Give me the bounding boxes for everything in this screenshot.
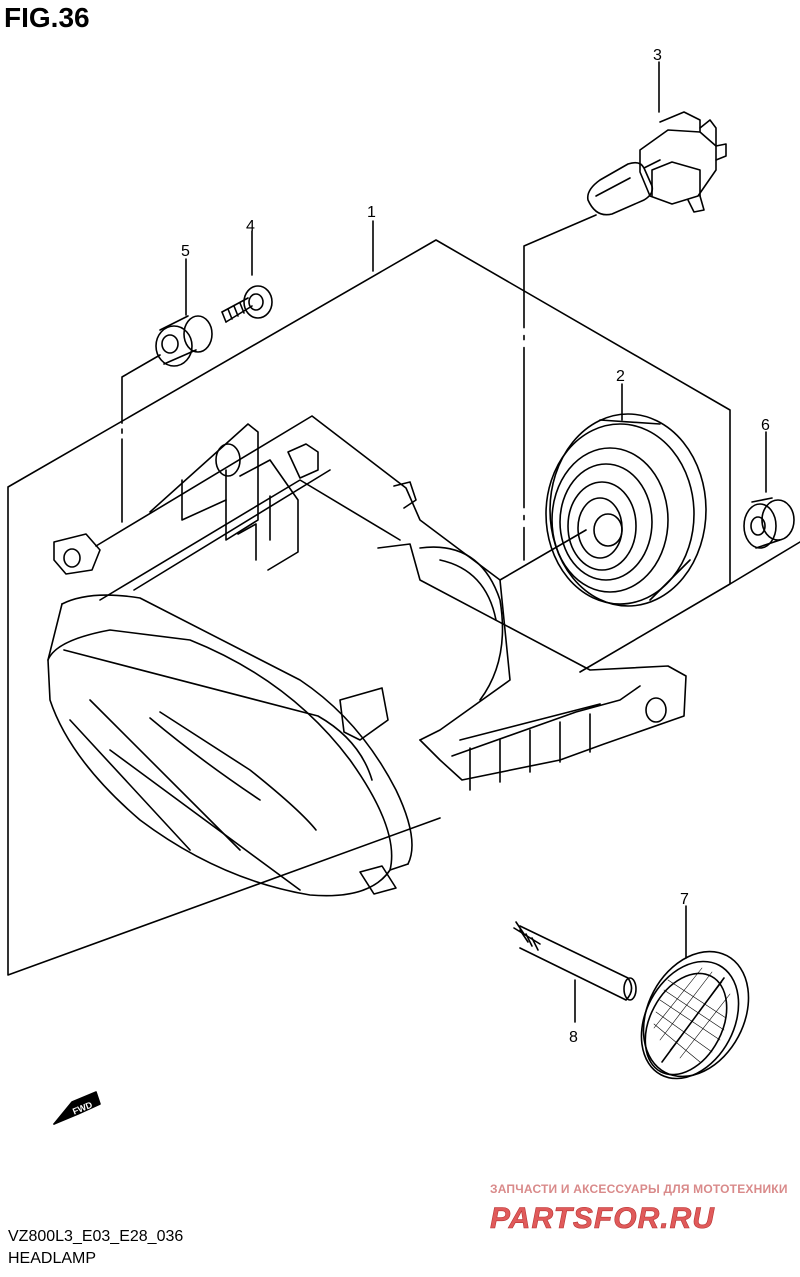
- model-code: VZ800L3_E03_E28_036: [8, 1228, 184, 1245]
- bulb-part-3: [586, 111, 727, 216]
- watermark-tagline: ЗАПЧАСТИ И АКСЕССУАРЫ ДЛЯ МОТОТЕХНИКИ: [490, 1182, 788, 1196]
- figure-name: HEADLAMP: [8, 1250, 97, 1267]
- callout-6: 6: [761, 417, 770, 434]
- socket-cover-part-2: [545, 413, 707, 607]
- leader-bulb-to-reflector: [523, 214, 597, 561]
- headlamp-unit-part-1: [47, 415, 687, 897]
- fwd-arrow-icon: [53, 1091, 101, 1125]
- callout-5: 5: [181, 243, 190, 260]
- assembly-outline: [7, 239, 800, 976]
- grommet-part-6: [743, 497, 795, 549]
- leader-reflector-to-lamp: [499, 529, 587, 581]
- figure-title: FIG.36: [4, 2, 90, 33]
- leader-5-to-lamp: [121, 354, 161, 523]
- pin-part-8: [513, 921, 637, 1001]
- callout-8: 8: [569, 1029, 578, 1046]
- svg-text:PARTSFOR.RU: PARTSFOR.RU: [490, 1202, 715, 1235]
- screw-part-4: [221, 285, 273, 323]
- reflector-part-7: [640, 950, 750, 1080]
- callout-1: 1: [367, 204, 376, 221]
- grommet-part-5: [155, 315, 213, 367]
- callout-4: 4: [246, 218, 255, 235]
- callout-3: 3: [653, 47, 662, 64]
- callout-2: 2: [616, 368, 625, 385]
- watermark-logo: PARTSFOR.RU: [490, 1202, 715, 1236]
- callout-7: 7: [680, 891, 689, 908]
